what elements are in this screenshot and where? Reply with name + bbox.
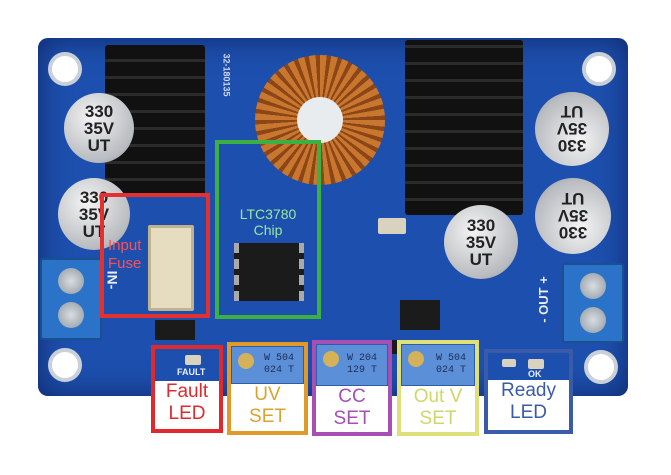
- ready-led-label: Ready LED: [488, 380, 569, 430]
- toroid-core: [297, 97, 343, 143]
- capacitor: 330 35V UT: [444, 205, 518, 279]
- capacitor-text: UT: [561, 189, 585, 209]
- input-fuse: [148, 225, 194, 311]
- pot-marking: 024 T: [436, 365, 467, 376]
- pot-screw-icon: [238, 353, 254, 369]
- label-line: Ready: [501, 380, 556, 401]
- pot-marking: W 204: [347, 353, 378, 364]
- fault-led-box: FAULT Fault LED: [151, 345, 223, 433]
- fault-silkscreen: FAULT: [177, 367, 206, 377]
- input-fuse-label-line1: Input: [108, 237, 142, 254]
- input-fuse-highlight: Input Fuse: [100, 193, 210, 318]
- capacitor-text: 330: [84, 101, 114, 121]
- pot-marking: 024 T: [264, 365, 295, 376]
- label-line: LED: [510, 402, 547, 423]
- uv-set-label: UV SET: [231, 384, 304, 431]
- uv-set-potentiometer[interactable]: W 504 024 T: [231, 346, 304, 384]
- ready-led-box: OK Ready LED: [484, 349, 573, 434]
- label-line: Out V: [413, 386, 463, 407]
- label-line: Fault: [165, 381, 209, 402]
- out-v-set-box: W 504 024 T Out V SET: [397, 340, 479, 436]
- label-line: SET: [333, 408, 371, 429]
- output-terminal-block: [562, 263, 624, 343]
- screw-icon: [580, 273, 606, 299]
- mounting-hole: [48, 52, 82, 86]
- smd-component: [378, 218, 406, 234]
- screw-icon: [580, 307, 606, 333]
- part-number-silkscreen: 32-180135: [221, 53, 232, 97]
- pot-screw-icon: [323, 351, 339, 367]
- pot-screw-icon: [408, 351, 424, 367]
- chip-label-line1: LTC3780: [239, 206, 297, 222]
- out-v-set-label: Out V SET: [401, 386, 475, 432]
- ready-led: [528, 359, 544, 369]
- resistor: [502, 359, 516, 367]
- component: [155, 320, 195, 340]
- mosfet: [400, 300, 440, 330]
- uv-set-box: W 504 024 T UV SET: [227, 342, 308, 435]
- screw-icon: [58, 302, 84, 328]
- label-line: LED: [168, 403, 206, 424]
- screw-icon: [58, 268, 84, 294]
- out-v-set-potentiometer[interactable]: W 504 024 T: [401, 344, 475, 386]
- chip-label-line2: Chip: [253, 222, 283, 238]
- label-line: SET: [419, 408, 457, 429]
- heatsink-right: [405, 40, 523, 215]
- label-line: SET: [249, 406, 286, 427]
- capacitor: 330 35V UT: [64, 93, 134, 163]
- mounting-hole: [582, 52, 616, 86]
- input-terminal-block: [40, 258, 102, 340]
- ok-silkscreen: OK: [528, 369, 542, 379]
- capacitor-text: UT: [469, 249, 493, 269]
- capacitor-text: 330: [466, 215, 496, 235]
- cc-set-box: W 204 129 T CC SET: [312, 340, 392, 436]
- ltc3780-chip: [234, 243, 304, 301]
- capacitor-text: UT: [560, 102, 584, 122]
- mounting-hole: [48, 348, 82, 382]
- capacitor: 330 35V UT: [535, 178, 611, 254]
- capacitor-text: 330: [558, 223, 588, 243]
- capacitor-text: 35V: [557, 206, 589, 226]
- chip-label: LTC3780 Chip: [219, 206, 317, 238]
- capacitor-text: UT: [82, 221, 106, 241]
- cc-set-potentiometer[interactable]: W 204 129 T: [316, 344, 388, 386]
- fault-led: [185, 355, 201, 365]
- fault-led-label: Fault LED: [155, 381, 219, 429]
- capacitor-text: 330: [557, 136, 587, 156]
- label-line: UV: [254, 384, 281, 405]
- capacitor-text: UT: [87, 135, 111, 155]
- out-silkscreen: - OUT +: [535, 276, 551, 323]
- pot-marking: W 504: [436, 353, 467, 364]
- input-fuse-label-line2: Fuse: [108, 255, 142, 272]
- capacitor: 330 35V UT: [535, 92, 609, 166]
- label-line: CC: [338, 386, 366, 407]
- chip-highlight: LTC3780 Chip: [215, 140, 321, 319]
- pot-marking: W 504: [264, 353, 295, 364]
- capacitor-text: 35V: [465, 232, 497, 252]
- mounting-hole: [584, 350, 618, 384]
- cc-set-label: CC SET: [316, 386, 388, 432]
- capacitor-text: 35V: [83, 118, 115, 138]
- capacitor-text: 35V: [556, 119, 588, 139]
- pot-marking: 129 T: [347, 365, 378, 376]
- input-fuse-label: Input Fuse: [108, 237, 141, 273]
